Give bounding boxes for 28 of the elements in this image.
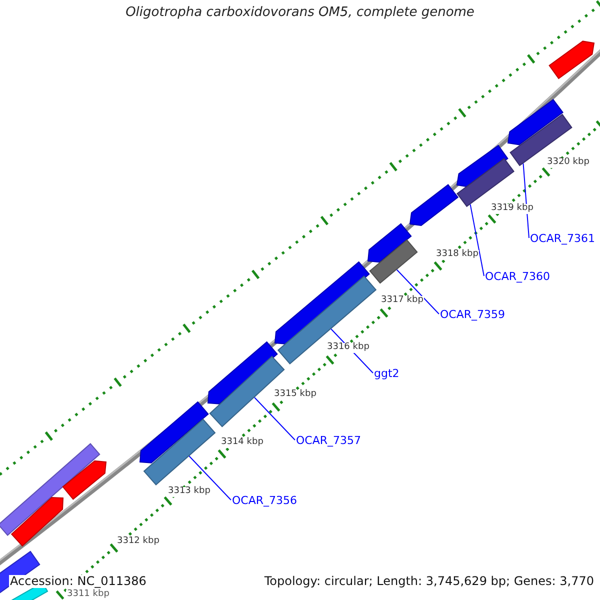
- gene-label: OCAR_7359: [440, 309, 506, 322]
- gene-label: OCAR_7357: [296, 435, 362, 448]
- topology-text: Topology: circular; Length: 3,745,629 bp; Genes: 3,770: [264, 575, 594, 588]
- gene-label: OCAR_7360: [485, 271, 550, 284]
- gene-label: ggt2: [374, 368, 400, 380]
- tick-label: 3319 kbp: [490, 204, 534, 214]
- gene-feature: [277, 276, 377, 364]
- gene-feature: [143, 418, 216, 486]
- tick-label: 3312 kbp: [116, 537, 160, 547]
- gene-feature: [510, 114, 572, 166]
- accession-text: Accession: NC_011386: [9, 575, 148, 588]
- tick-label: 3313 kbp: [167, 487, 212, 497]
- leader-line: [396, 269, 440, 314]
- tick-label: 3320 kbp: [546, 158, 590, 168]
- gene-feature: [369, 239, 418, 284]
- leader-line: [470, 204, 484, 276]
- gene-label: OCAR_7361: [530, 233, 596, 246]
- leader-line: [522, 163, 530, 238]
- tick-label: 3317 kbp: [380, 296, 424, 306]
- tick-label: 3314 kbp: [220, 438, 264, 448]
- leader-line: [188, 456, 232, 500]
- title: Oligotropha carboxidovorans OM5, complete genome: [124, 6, 476, 20]
- tick-label: 3315 kbp: [273, 390, 318, 400]
- tick-label: 3316 kbp: [326, 343, 370, 353]
- gene-label: OCAR_7356: [232, 495, 298, 508]
- leader-line: [254, 397, 296, 440]
- tick-label: 3311 kbp: [66, 590, 110, 600]
- tick-label: 3318 kbp: [435, 250, 480, 260]
